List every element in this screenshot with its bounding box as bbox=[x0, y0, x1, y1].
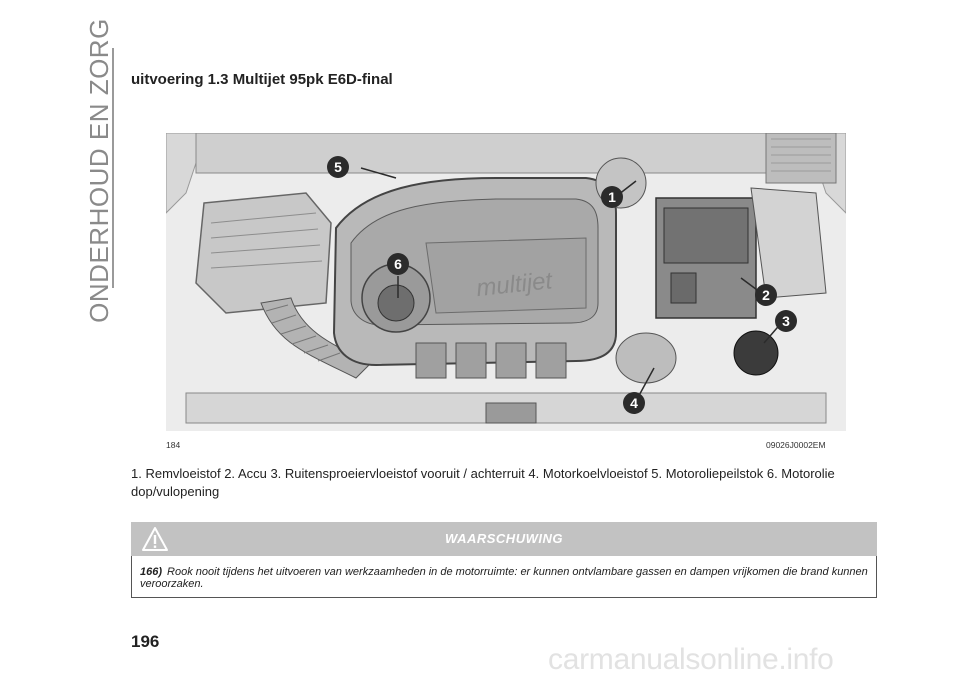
warning-ref: 166) bbox=[140, 566, 163, 578]
callout-3: 3 bbox=[775, 310, 797, 332]
svg-text:4: 4 bbox=[630, 395, 638, 411]
warning-text: Rook nooit tijdens het uitvoeren van wer… bbox=[140, 566, 868, 590]
callout-4: 4 bbox=[623, 392, 645, 414]
svg-text:6: 6 bbox=[394, 256, 402, 272]
engine-bay-illustration: multijet bbox=[166, 133, 846, 431]
callout-6: 6 bbox=[387, 253, 409, 275]
svg-text:1: 1 bbox=[608, 189, 616, 205]
warning-title: WAARSCHUWING bbox=[445, 531, 563, 546]
svg-text:2: 2 bbox=[762, 287, 770, 303]
svg-text:3: 3 bbox=[782, 313, 790, 329]
figure-number: 184 bbox=[166, 440, 181, 450]
page-heading: uitvoering 1.3 Multijet 95pk E6D-final bbox=[131, 71, 393, 88]
side-divider bbox=[112, 48, 114, 288]
watermark: carmanualsonline.info bbox=[548, 643, 834, 676]
warning-header: WAARSCHUWING bbox=[131, 522, 877, 556]
warning-body: 166)Rook nooit tijdens het uitvoeren van… bbox=[131, 556, 877, 598]
callout-5: 5 bbox=[327, 156, 349, 178]
figure-legend: 1. Remvloeistof 2. Accu 3. Ruitensproeie… bbox=[131, 466, 835, 499]
callout-1: 1 bbox=[601, 186, 623, 208]
section-side-title: ONDERHOUD EN ZORG bbox=[83, 17, 114, 323]
page-number: 196 bbox=[131, 632, 160, 651]
engine-bay-figure: multijet bbox=[166, 133, 846, 431]
warning-triangle-icon bbox=[142, 527, 168, 551]
figure-code: 09026J0002EM bbox=[766, 440, 826, 450]
svg-text:5: 5 bbox=[334, 159, 342, 175]
callout-2: 2 bbox=[755, 284, 777, 306]
